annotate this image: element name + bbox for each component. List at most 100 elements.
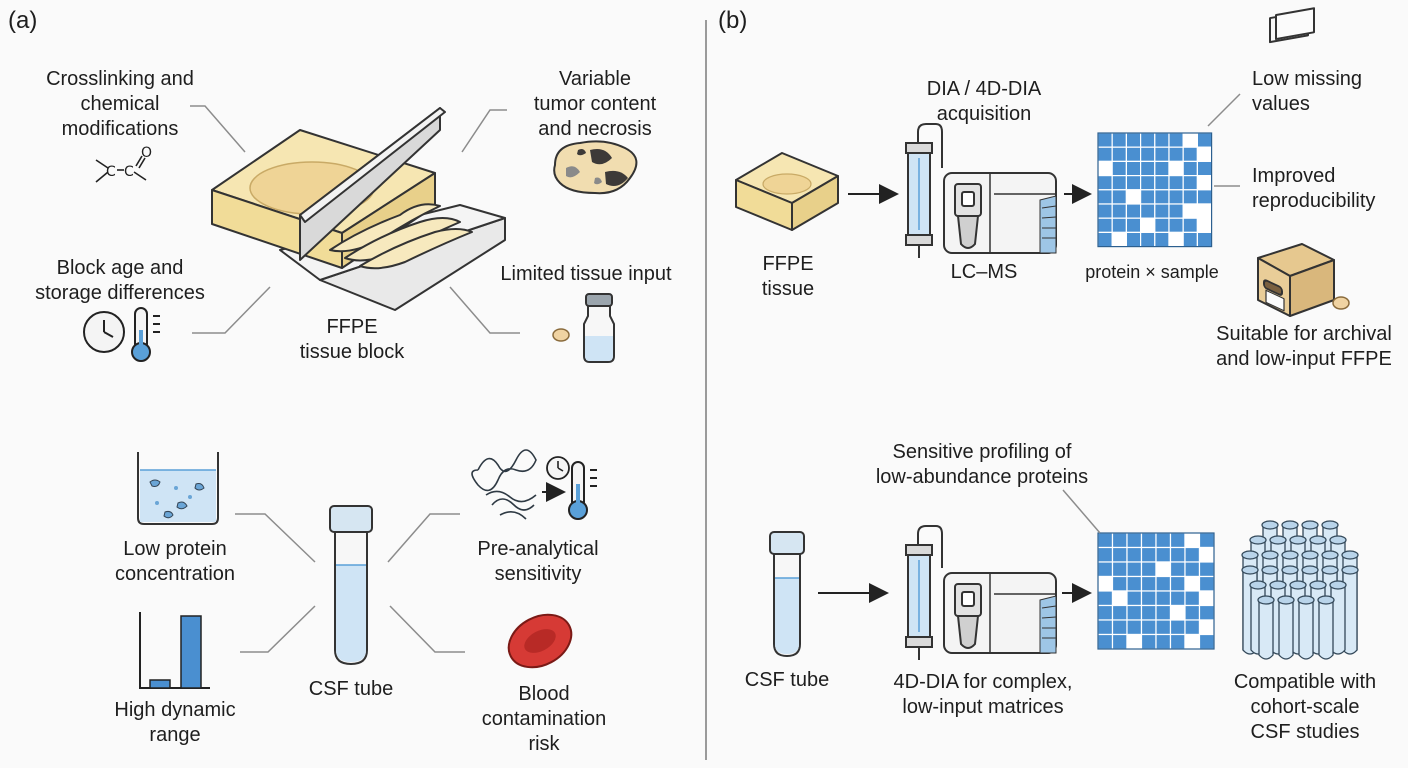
thermometer-icon: [568, 461, 597, 520]
matrix-cell: [1168, 203, 1184, 219]
tube-cap: [1261, 550, 1279, 560]
matrix-cell: [1097, 604, 1114, 621]
tube: [1318, 599, 1334, 660]
matrix-cell: [1169, 561, 1186, 578]
matrix-cell: [1184, 590, 1201, 607]
cohort-label: Compatible with cohort-scale CSF studies: [1233, 671, 1377, 743]
matrix-cell: [1168, 132, 1184, 148]
matrix-cell: [1154, 146, 1170, 162]
block-age-label: Block age and storage differences: [35, 257, 205, 304]
matrix-cell: [1182, 217, 1198, 233]
matrix-cell: [1169, 604, 1186, 621]
tube-cap: [1309, 535, 1327, 545]
matrix-cell: [1111, 231, 1127, 248]
matrix-cell: [1140, 532, 1157, 549]
matrix-cell: [1140, 575, 1157, 592]
matrix-cell: [1168, 175, 1184, 191]
low-missing-label: Low missing values: [1252, 68, 1363, 115]
matrix-cell: [1182, 231, 1198, 248]
ffpe-block-label: FFPE tissue block: [299, 316, 405, 363]
tube-cap: [1329, 535, 1347, 545]
sensitive-profiling-label: Sensitive profiling of low-abundance pro…: [875, 441, 1089, 488]
tube-cap: [1281, 565, 1299, 575]
matrix-cell: [1139, 175, 1156, 191]
reproducibility-label: Improved reproducibility: [1252, 165, 1376, 212]
matrix-cell: [1154, 231, 1170, 248]
tube: [1298, 599, 1314, 660]
matrix-cell: [1111, 132, 1127, 148]
lcms-label: LC–MS: [950, 261, 1018, 283]
matrix-cell: [1154, 175, 1170, 191]
matrix-cell: [1184, 633, 1201, 650]
matrix-cell: [1184, 561, 1201, 578]
matrix-cell: [1169, 619, 1186, 636]
matrix-cell: [1097, 633, 1114, 650]
complex-matrices-label: 4D-DIA for complex, low-input matrices: [893, 671, 1073, 718]
matrix-cell: [1111, 575, 1128, 592]
tube-cap: [1317, 595, 1335, 605]
dynamic-range-bars-icon: [139, 612, 210, 689]
tube-cap: [1297, 595, 1315, 605]
matrix-cell: [1154, 132, 1170, 148]
tube-cap: [1341, 550, 1359, 560]
matrix-cell: [1140, 546, 1157, 563]
matrix-cell: [1198, 532, 1215, 549]
protein-sample-matrix: [1097, 132, 1213, 248]
acquisition-label: DIA / 4D-DIA acquisition: [926, 78, 1042, 125]
matrix-cell: [1196, 189, 1213, 205]
crosslinking-label: Crosslinking and chemical modifications: [46, 68, 194, 140]
matrix-cell: [1097, 203, 1113, 219]
thermometer-icon: [131, 307, 160, 362]
matrix-cell: [1155, 532, 1172, 549]
matrix-cell: [1097, 132, 1113, 148]
matrix-cell: [1126, 546, 1143, 563]
matrix-cell: [1111, 604, 1128, 621]
matrix-cell: [1154, 189, 1170, 205]
dynamic-range-label: High dynamic range: [114, 699, 236, 746]
matrix-cell: [1111, 160, 1127, 177]
matrix-cell: [1139, 146, 1156, 162]
matrix-cell: [1196, 160, 1213, 177]
ffpe-tissue-icon: [735, 152, 839, 231]
matrix-cell: [1125, 217, 1142, 233]
matrix-cell: [1139, 231, 1156, 248]
matrix-border: [1097, 132, 1213, 248]
matrix-cell: [1198, 633, 1215, 650]
tube-cap: [1269, 580, 1287, 590]
matrix-cell: [1154, 160, 1170, 177]
matrix-cell: [1198, 546, 1215, 563]
leader-lines-b: [1062, 93, 1241, 534]
matrix-cell: [1097, 546, 1114, 563]
tube-cap: [1329, 580, 1347, 590]
matrix-cell: [1155, 575, 1172, 592]
matrix-cell: [1140, 561, 1157, 578]
matrix-cell: [1097, 590, 1114, 607]
matrix-cell: [1111, 546, 1128, 563]
csf-tube-illustration: [329, 505, 373, 666]
matrix-cell: [1140, 619, 1157, 636]
matrix-cell: [1182, 175, 1198, 191]
tube-cap: [1241, 550, 1259, 560]
matrix-cell: [1196, 217, 1213, 233]
archival-label: Suitable for archival and low-input FFPE: [1216, 323, 1392, 370]
tube-cap: [1261, 520, 1279, 530]
matrix-cell: [1140, 604, 1157, 621]
matrix-cell: [1111, 590, 1128, 607]
matrix-cell: [1126, 590, 1143, 607]
matrix-cell: [1155, 590, 1172, 607]
matrix-cell: [1184, 546, 1201, 563]
matrix-cell: [1198, 619, 1215, 636]
matrix-cell: [1196, 132, 1213, 148]
matrix-cell: [1182, 203, 1198, 219]
lc-ms-instrument-icon: [905, 123, 1057, 258]
matrix-cell: [1168, 231, 1184, 248]
tube-cap: [1249, 535, 1267, 545]
tube-cap: [1321, 565, 1339, 575]
matrix-cell: [1139, 203, 1156, 219]
matrix-cell: [1125, 203, 1142, 219]
limited-input-label: Limited tissue input: [500, 263, 672, 285]
tube-cap: [1321, 520, 1339, 530]
matrix-cell: [1111, 175, 1127, 191]
tube-cap: [1249, 580, 1267, 590]
matrix-cell: [1097, 189, 1113, 205]
